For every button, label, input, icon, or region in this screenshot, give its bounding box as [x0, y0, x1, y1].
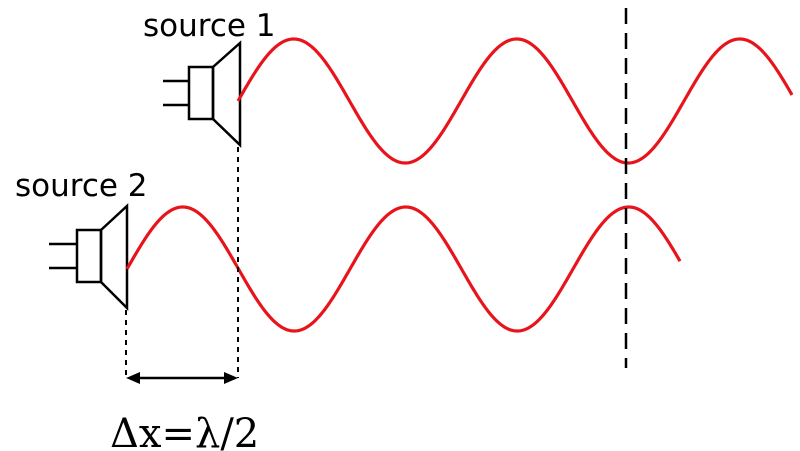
source-1-label: source 1 — [143, 8, 276, 44]
separation-arrow — [126, 372, 238, 384]
source-2-label: source 2 — [15, 168, 148, 204]
speaker-1-icon — [163, 40, 242, 148]
wave-source-1 — [236, 37, 794, 165]
wave-source-2 — [125, 205, 682, 333]
separation-label: Δx=λ/2 — [110, 411, 259, 451]
speaker-2-icon — [49, 203, 129, 312]
